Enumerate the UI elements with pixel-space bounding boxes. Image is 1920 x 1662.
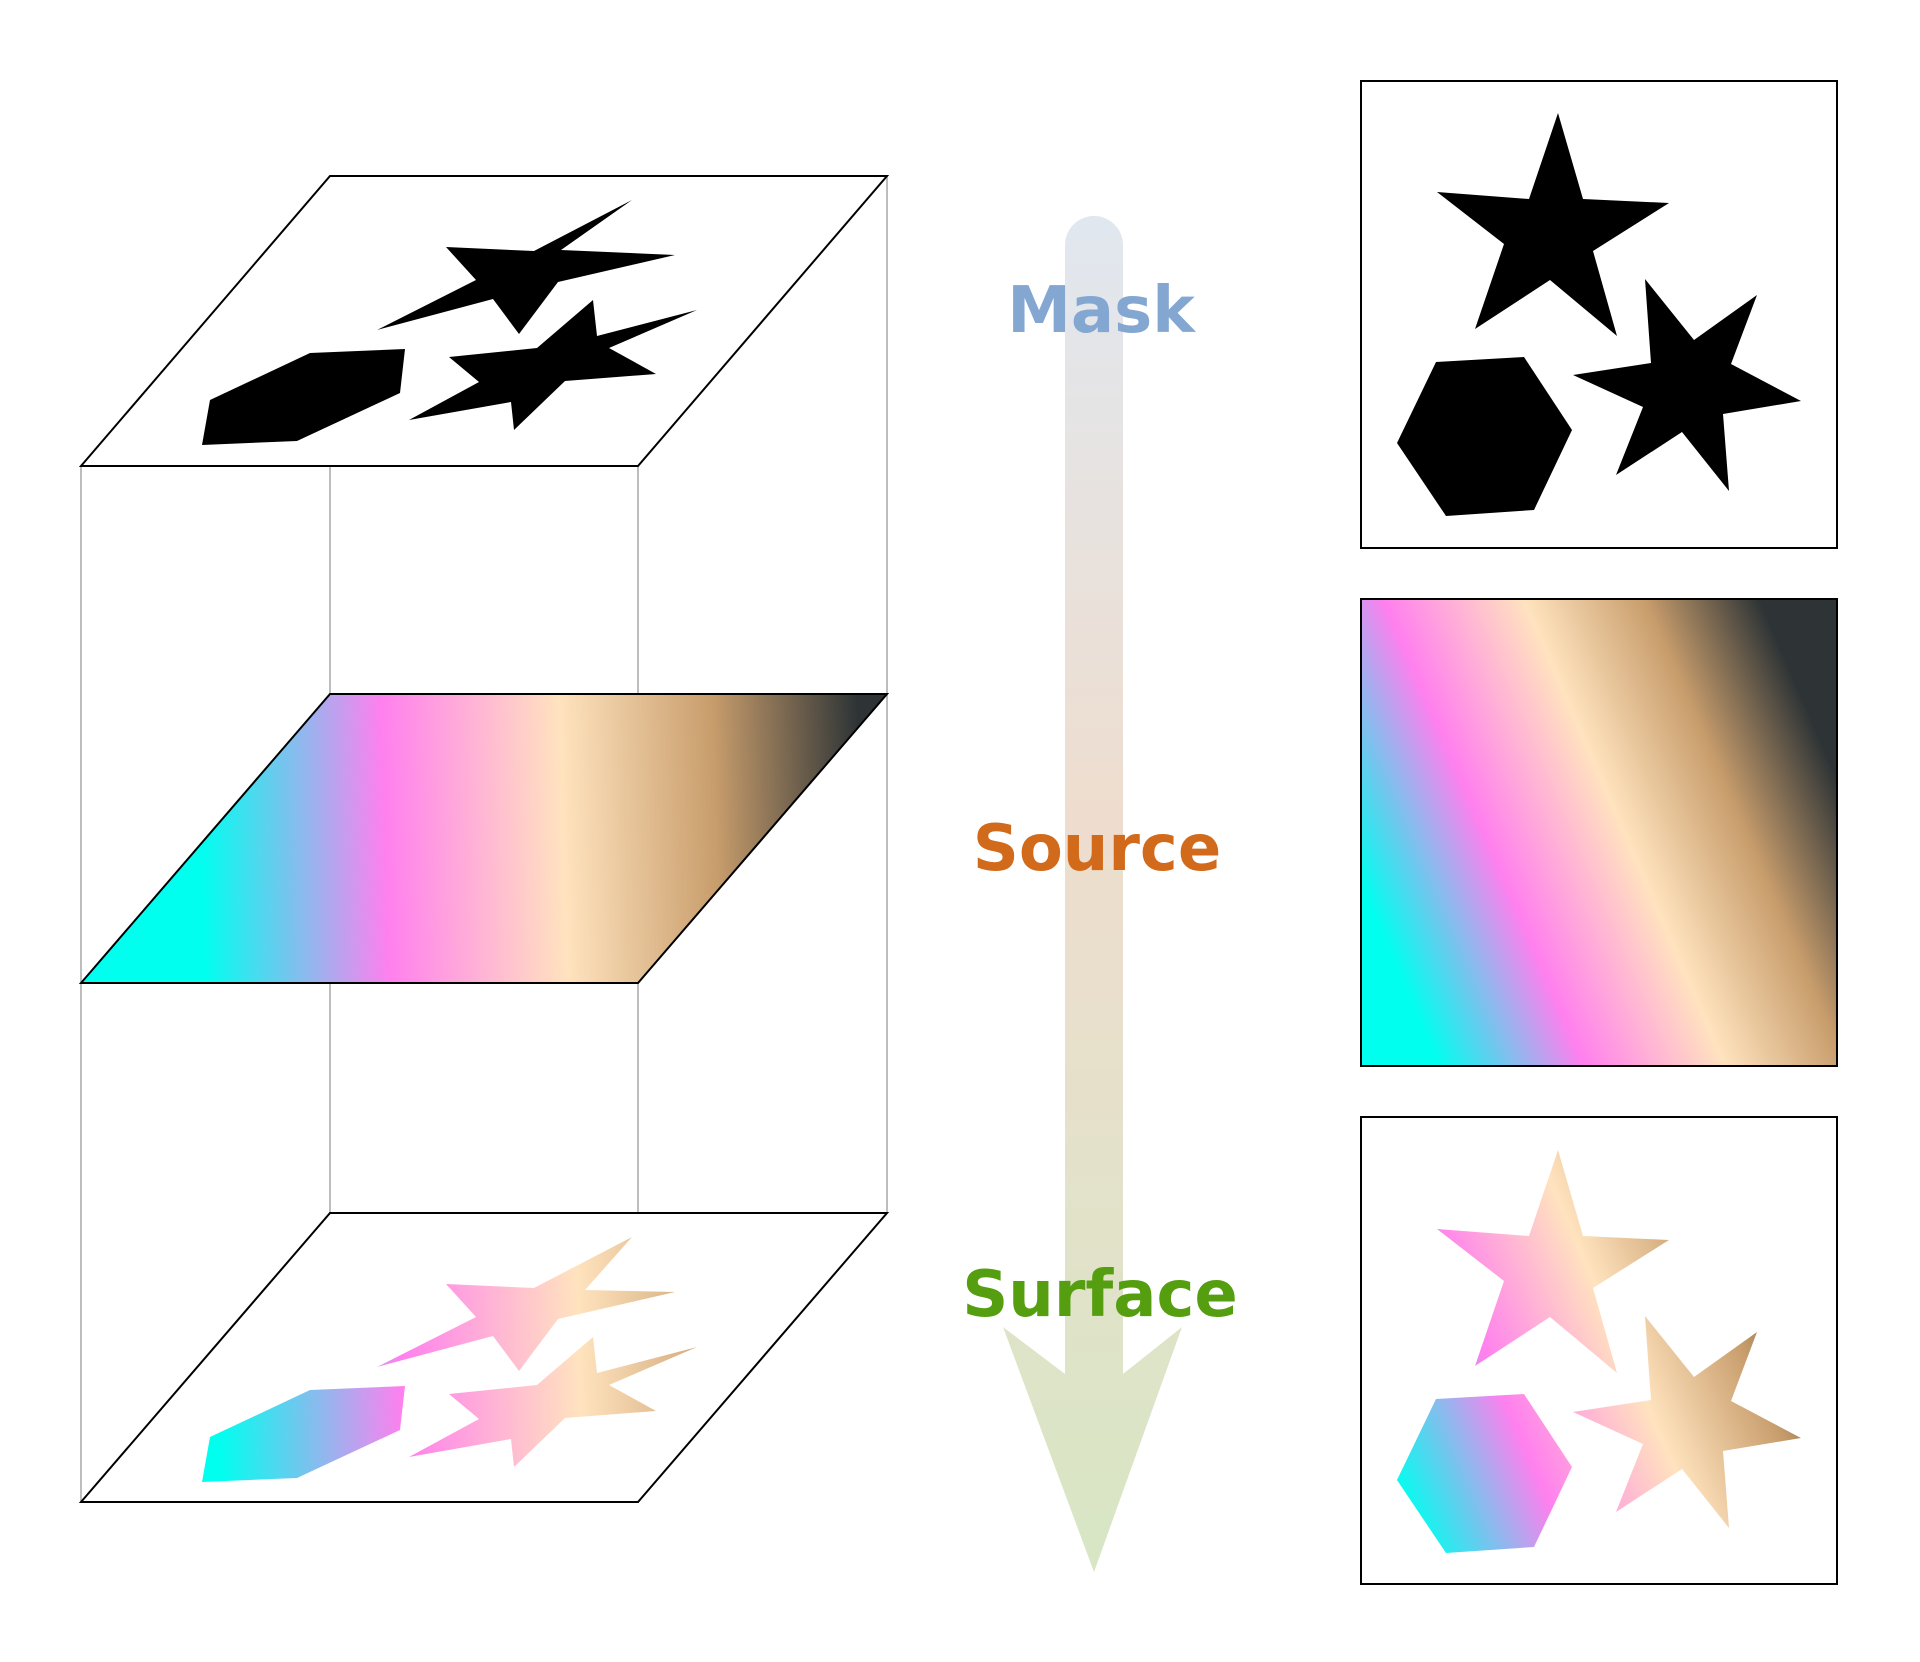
mask-label: Mask [1007,274,1196,348]
star-shape [377,200,675,334]
star-shape [1437,1150,1669,1373]
star-shape [1573,279,1801,491]
surface-shapes-3d [202,1237,697,1482]
hexagon-shape [1397,357,1572,516]
mask-shapes-3d [202,200,697,445]
star-shape [377,1237,675,1371]
source-label: Source [973,812,1222,886]
mask-panel [1360,80,1838,549]
hexagon-shape [202,349,405,445]
source-layer-3d [78,693,890,984]
star-shape [409,1337,697,1467]
star-shape [1437,113,1669,336]
star-shape [1573,1316,1801,1528]
hexagon-shape [1397,1394,1572,1553]
layer-stack [78,175,890,1503]
surface-label: Surface [962,1258,1238,1332]
star-shape [409,300,697,430]
mask-layer-3d [78,175,890,467]
flow-arrow [1003,216,1182,1572]
source-panel [1360,598,1838,1067]
mask-shapes-flat [1397,113,1801,516]
hexagon-shape [202,1386,405,1482]
surface-shapes-flat [1397,1150,1801,1553]
surface-panel [1360,1116,1838,1585]
surface-layer-3d [78,1212,890,1503]
